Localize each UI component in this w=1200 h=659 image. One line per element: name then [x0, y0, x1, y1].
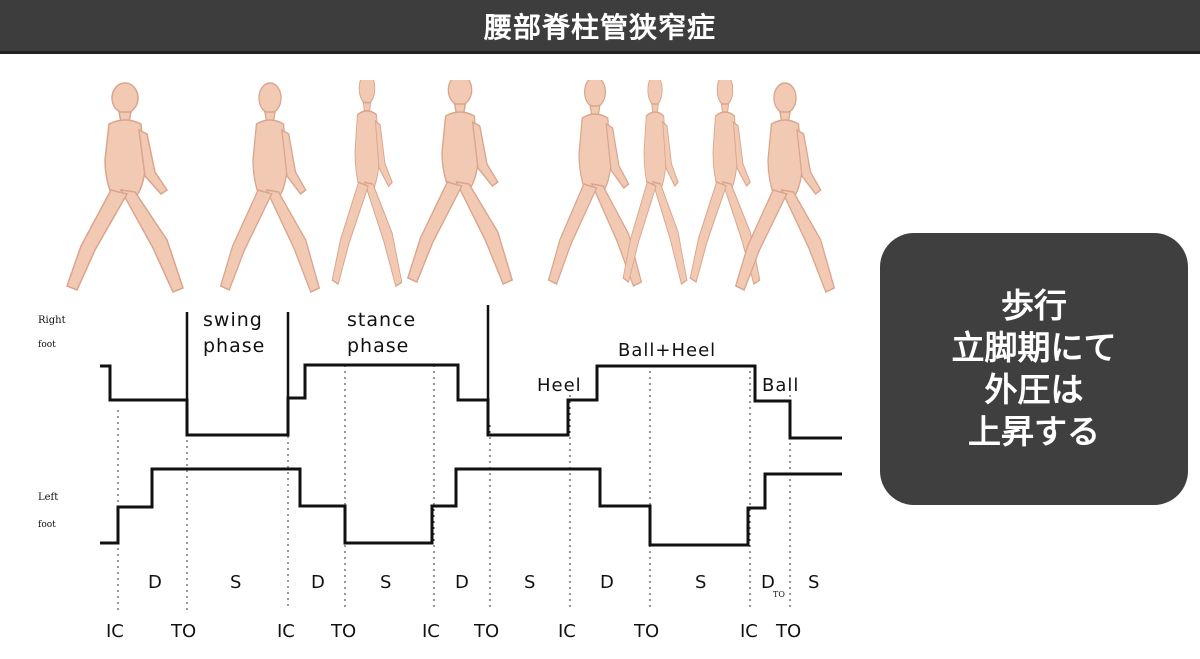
ball-label: Ball	[762, 375, 799, 396]
phase-letter: S	[695, 572, 706, 593]
swing-phase-label-2: phase	[203, 335, 265, 357]
phase-letter: D	[761, 572, 775, 593]
title-bar: 腰部脊柱管狭窄症	[0, 0, 1200, 54]
left-foot-label: Left	[38, 492, 58, 503]
ball-heel-label: Ball+Heel	[618, 340, 716, 361]
event-label: IC	[106, 621, 124, 642]
figure-2	[219, 82, 321, 293]
heel-label: Heel	[537, 375, 582, 396]
phase-letter: D	[455, 572, 469, 593]
to-subscript: TO	[773, 590, 785, 599]
walking-figures	[66, 80, 836, 293]
phase-letter: D	[600, 572, 614, 593]
event-label: TO	[170, 621, 196, 642]
event-label: IC	[422, 621, 440, 642]
swing-phase-label-1: swing	[203, 309, 263, 331]
callout-line: 歩行	[1001, 286, 1067, 325]
phase-letter: S	[524, 572, 535, 593]
page-title: 腰部脊柱管狭窄症	[483, 10, 716, 44]
callout-box: 歩行 立脚期にて 外圧は 上昇する	[880, 233, 1188, 505]
event-label: TO	[473, 621, 499, 642]
right-foot-sub-label: foot	[38, 340, 56, 350]
stance-phase-label-2: phase	[347, 335, 409, 357]
figure-8	[734, 82, 836, 293]
phase-letter: S	[380, 572, 391, 593]
event-label: IC	[277, 621, 295, 642]
event-label: TO	[633, 621, 659, 642]
event-label: IC	[558, 621, 576, 642]
gait-pressure-diagram: Right foot Left foot swing phase stance …	[38, 305, 842, 642]
event-label-row: IC TO IC TO IC TO IC TO IC TO	[106, 621, 801, 642]
phase-letter: D	[148, 572, 162, 593]
left-foot-sub-label: foot	[38, 520, 56, 530]
phase-letter: D	[311, 572, 325, 593]
figure-4	[407, 80, 513, 285]
event-label: IC	[740, 621, 758, 642]
figure-1	[66, 82, 184, 293]
right-foot-trace	[100, 363, 842, 440]
phase-letter: S	[230, 572, 241, 593]
event-label: TO	[775, 621, 801, 642]
event-label: TO	[330, 621, 356, 642]
callout-line: 立脚期にて	[951, 328, 1117, 367]
event-guidelines	[117, 365, 791, 610]
left-foot-trace	[100, 467, 842, 547]
callout-line: 上昇する	[968, 412, 1100, 451]
figure-6	[622, 80, 688, 285]
callout-line: 外圧は	[984, 370, 1084, 409]
stance-phase-label-1: stance	[347, 309, 416, 331]
phase-letter: S	[808, 572, 819, 593]
phase-letter-row: D S D S D S D S D S	[148, 572, 819, 593]
figure-3	[331, 80, 403, 288]
right-foot-label: Right	[38, 315, 66, 326]
